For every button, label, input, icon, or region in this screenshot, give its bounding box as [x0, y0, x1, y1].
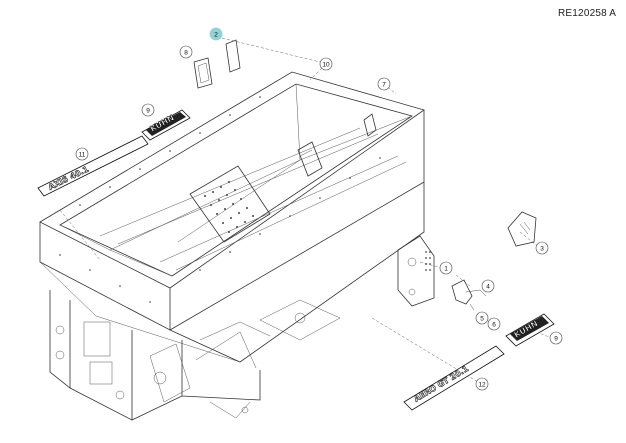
part-3-bracket [507, 211, 537, 247]
callout-4-label: 4 [486, 284, 490, 291]
chassis-frame [49, 235, 435, 421]
callout-9-bottom-label: 9 [554, 336, 558, 343]
hopper-body [39, 71, 425, 363]
leader-lines [59, 37, 553, 383]
callout-12-label: 12 [478, 382, 486, 389]
callout-2-label: 2 [214, 32, 218, 39]
callout-8: 8 [179, 45, 193, 59]
callout-5-label: 5 [480, 316, 484, 323]
callout-9-top-label: 9 [146, 108, 150, 115]
callout-10: 10 [319, 57, 333, 71]
callout-12: 12 [475, 377, 489, 391]
callout-8-label: 8 [184, 50, 188, 57]
inspection-window [363, 113, 377, 137]
callout-9-bottom: 9 [549, 331, 563, 345]
decal-kuhn-large: KUHN [505, 313, 555, 347]
part-4-latch [451, 279, 487, 311]
callouts: 2 8 10 7 9 11 [75, 27, 563, 391]
callout-5: 5 [475, 311, 489, 325]
callout-7-label: 7 [382, 82, 386, 89]
callout-11: 11 [75, 147, 89, 161]
callout-11-label: 11 [79, 152, 86, 159]
callout-6-label: 6 [492, 322, 496, 329]
callout-1: 1 [439, 261, 453, 275]
part-2-plate [225, 39, 241, 73]
decal-model-right: AERO GT 20.1 [403, 345, 505, 411]
callout-6: 6 [487, 317, 501, 331]
callout-4: 4 [481, 279, 495, 293]
callout-9-top: 9 [141, 103, 155, 117]
decal-model-left-text: AXIS 40.1 [47, 164, 91, 191]
callout-10-label: 10 [322, 62, 330, 69]
decal-model-right-text: AERO GT 20.1 [412, 364, 470, 404]
grid-screen [189, 141, 323, 243]
decal-model-left: AXIS 40.1 [37, 135, 149, 197]
callout-2: 2 [209, 27, 223, 41]
callout-7: 7 [377, 77, 391, 91]
callout-3: 3 [535, 241, 549, 255]
drawing-reference: RE120258 A [558, 8, 617, 19]
callout-3-label: 3 [540, 246, 544, 253]
part-8-gasket [193, 57, 213, 89]
callout-1-label: 1 [444, 266, 448, 273]
